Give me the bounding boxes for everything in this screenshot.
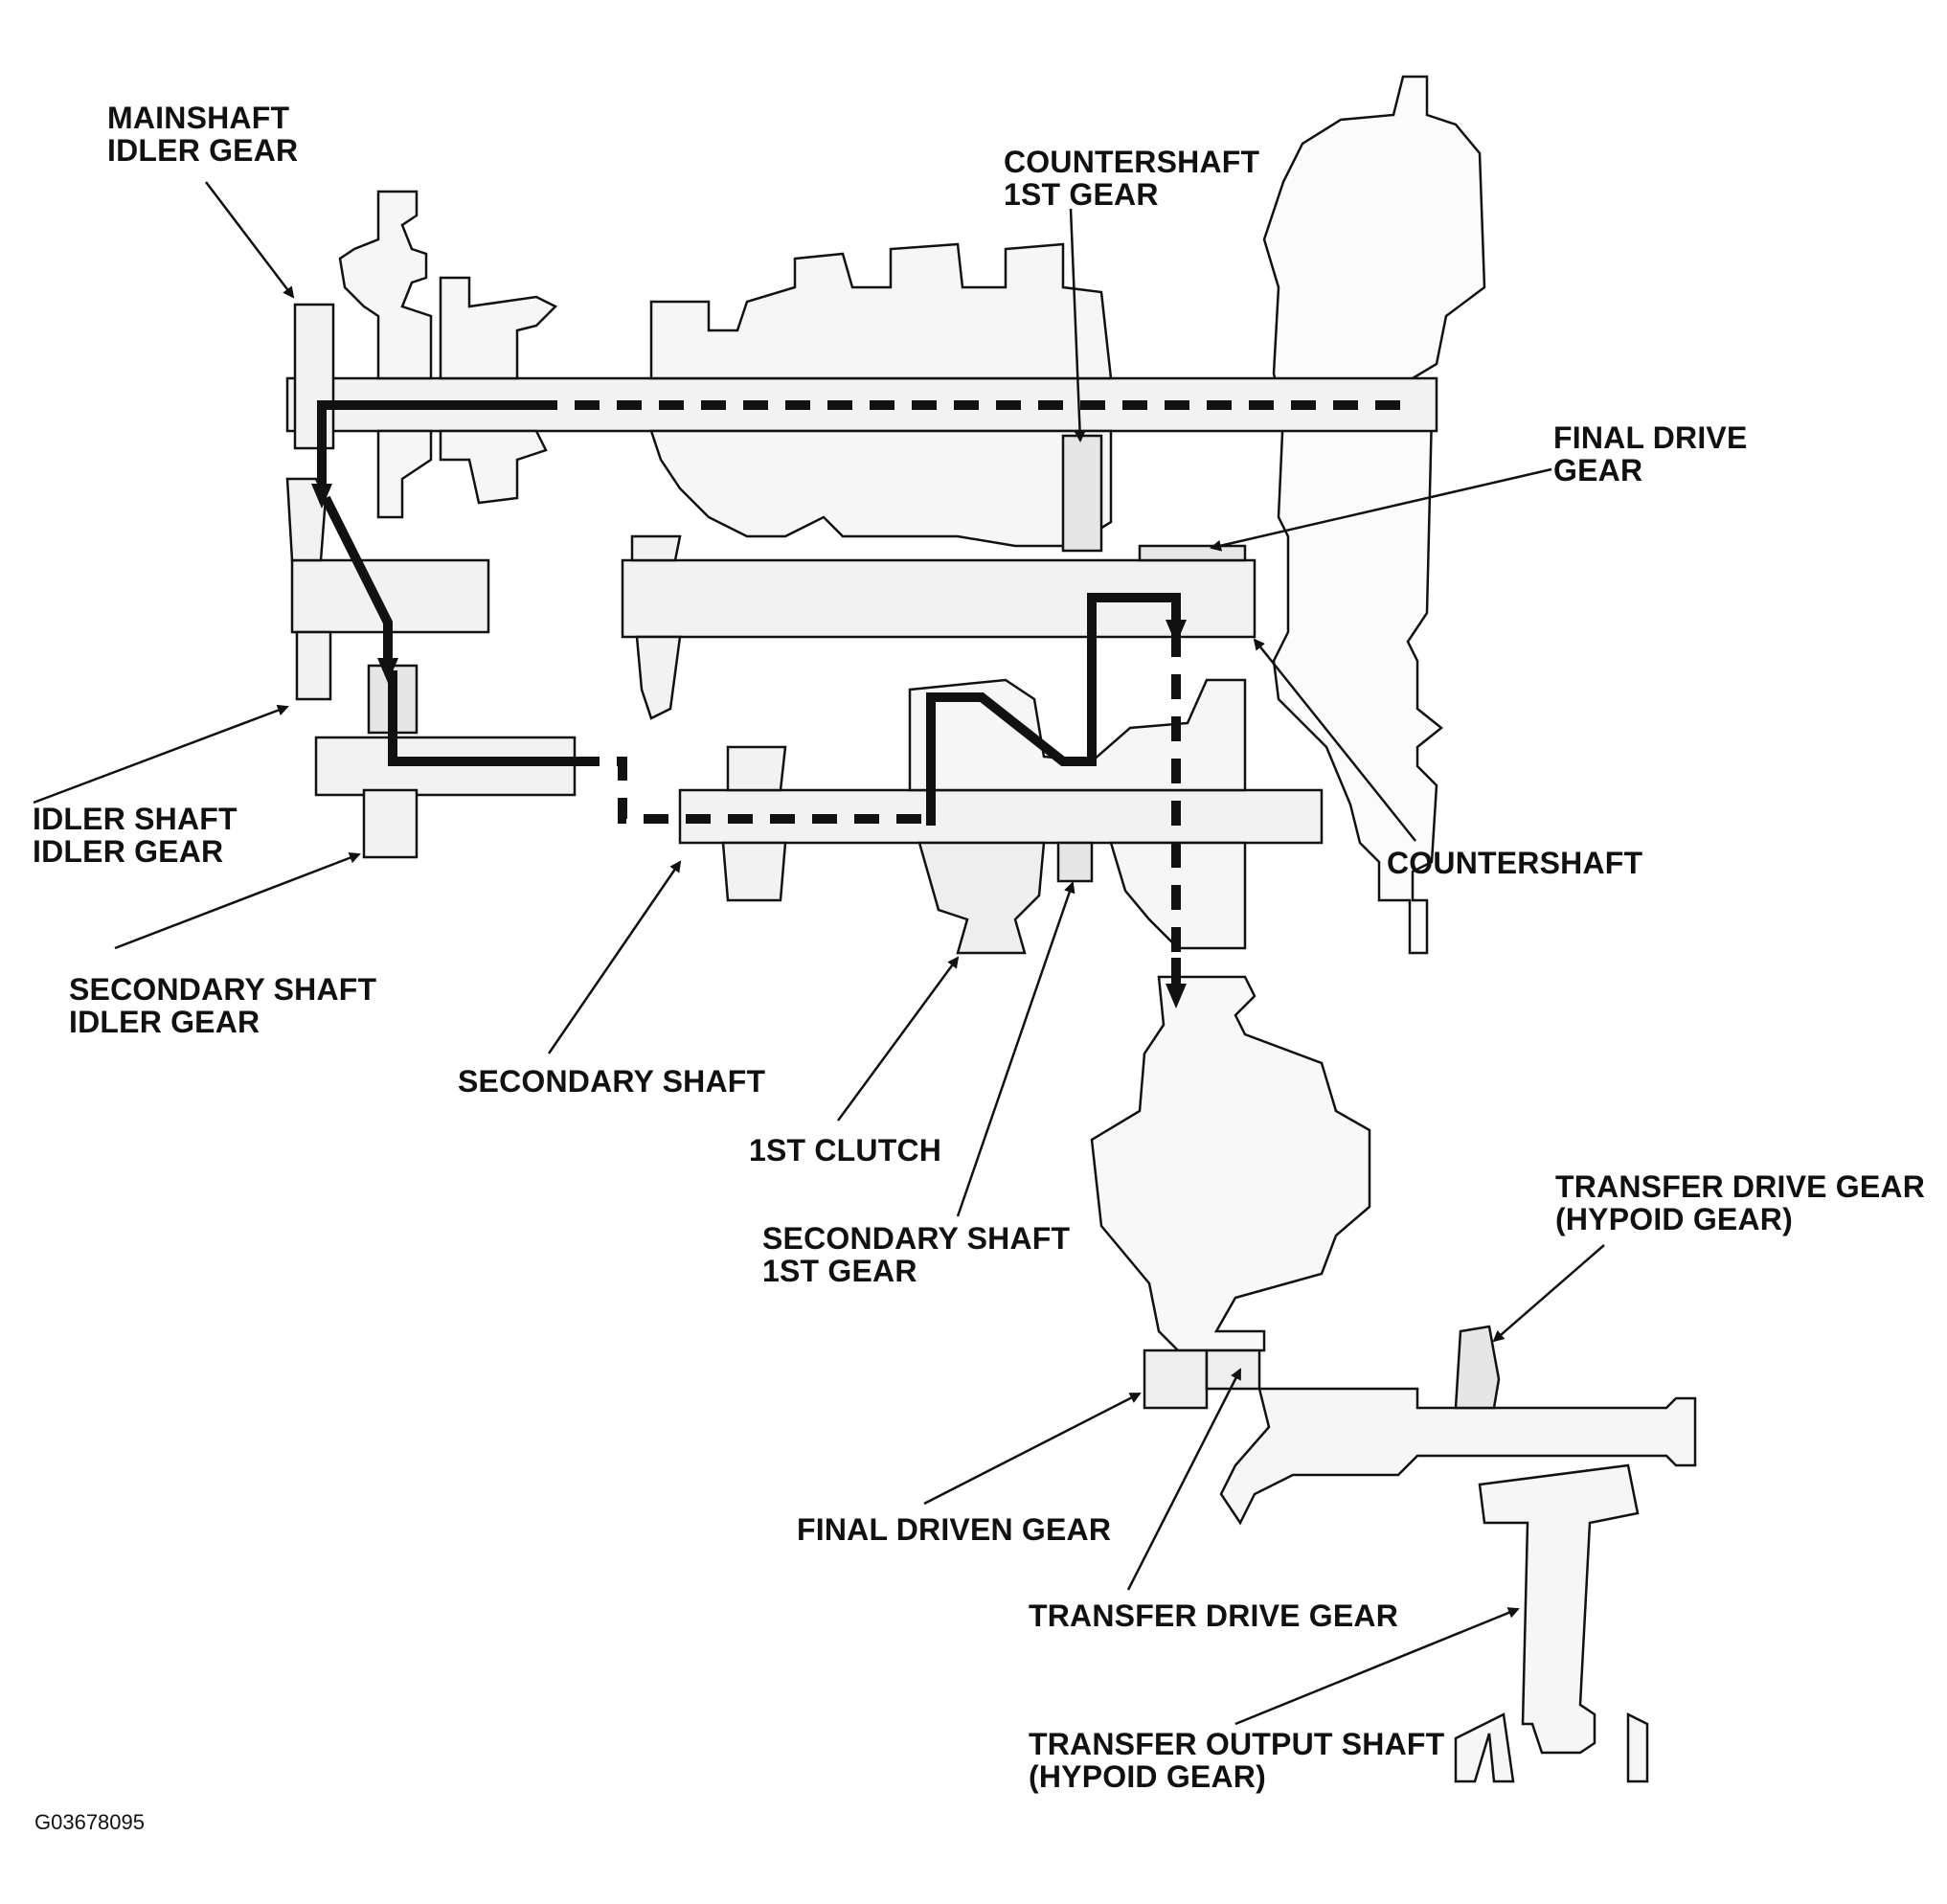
leader-final-drive-gear <box>1210 467 1552 552</box>
label-transfer-drive-gear-hypoid: TRANSFER DRIVE GEAR (HYPOID GEAR) <box>1555 1169 1926 1236</box>
leader-mainshaft-idler-gear <box>205 181 295 299</box>
leader-final-driven-gear <box>923 1392 1142 1506</box>
final-driven-gear <box>1143 1349 1209 1410</box>
transfer-shaft <box>1219 1387 1697 1526</box>
power-flow-arrowheads <box>311 460 1187 1009</box>
mainshaft-idler-gear <box>293 303 335 450</box>
leader-countershaft-1st-gear <box>1069 208 1086 442</box>
label-secondary-shaft: SECONDARY SHAFT <box>458 1064 766 1099</box>
leader-transfer-drive-gear-hypoid <box>1492 1244 1605 1343</box>
label-secondary-shaft-idler-gear: SECONDARY SHAFT IDLER GEAR <box>69 972 377 1039</box>
secondary-shaft-1st-gear <box>1056 841 1094 883</box>
label-secondary-shaft-1st-gear: SECONDARY SHAFT 1ST GEAR <box>762 1221 1071 1288</box>
differential-housing <box>1090 975 1371 1352</box>
transfer-output-shaft <box>1478 1463 1640 1755</box>
label-final-driven-gear: FINAL DRIVEN GEAR <box>797 1512 1112 1547</box>
mainshaft-left-hub <box>439 276 558 380</box>
leader-secondary-shaft <box>547 860 682 1054</box>
leader-secondary-shaft-idler-gear <box>114 851 361 950</box>
label-transfer-drive-gear: TRANSFER DRIVE GEAR <box>1029 1598 1399 1633</box>
label-countershaft: COUNTERSHAFT <box>1387 846 1643 880</box>
label-1st-clutch: 1ST CLUTCH <box>749 1133 942 1167</box>
leader-lines <box>33 181 1605 1726</box>
label-final-drive-gear: FINAL DRIVE GEAR <box>1553 420 1748 487</box>
label-transfer-output-shaft: TRANSFER OUTPUT SHAFT (HYPOID GEAR) <box>1029 1727 1445 1794</box>
label-mainshaft-idler-gear: MAINSHAFT IDLER GEAR <box>107 101 299 168</box>
countershaft-1st-gear <box>1061 434 1103 553</box>
leader-secondary-shaft-1st-gear <box>956 881 1075 1217</box>
secondary-shaft-idler-gear <box>362 788 419 859</box>
label-countershaft-1st-gear: COUNTERSHAFT 1ST GEAR <box>1004 145 1260 212</box>
leader-transfer-output-shaft <box>1234 1607 1520 1726</box>
final-drive-gear <box>1138 544 1247 562</box>
leader-transfer-drive-gear <box>1126 1368 1242 1591</box>
leader-countershaft <box>1253 638 1416 842</box>
transfer-drive-gear-hypoid <box>1454 1325 1501 1410</box>
power-flow-hidden-path <box>532 400 1408 967</box>
first-clutch <box>917 841 1046 955</box>
figure-code: G03678095 <box>34 1810 145 1834</box>
mainshaft-clutch-stack <box>649 242 1113 380</box>
leader-1st-clutch <box>836 956 960 1122</box>
mainshaft-left-gears <box>338 190 433 380</box>
leader-idler-shaft-idler-gear <box>33 704 289 805</box>
label-idler-shaft-idler-gear: IDLER SHAFT IDLER GEAR <box>33 802 238 869</box>
